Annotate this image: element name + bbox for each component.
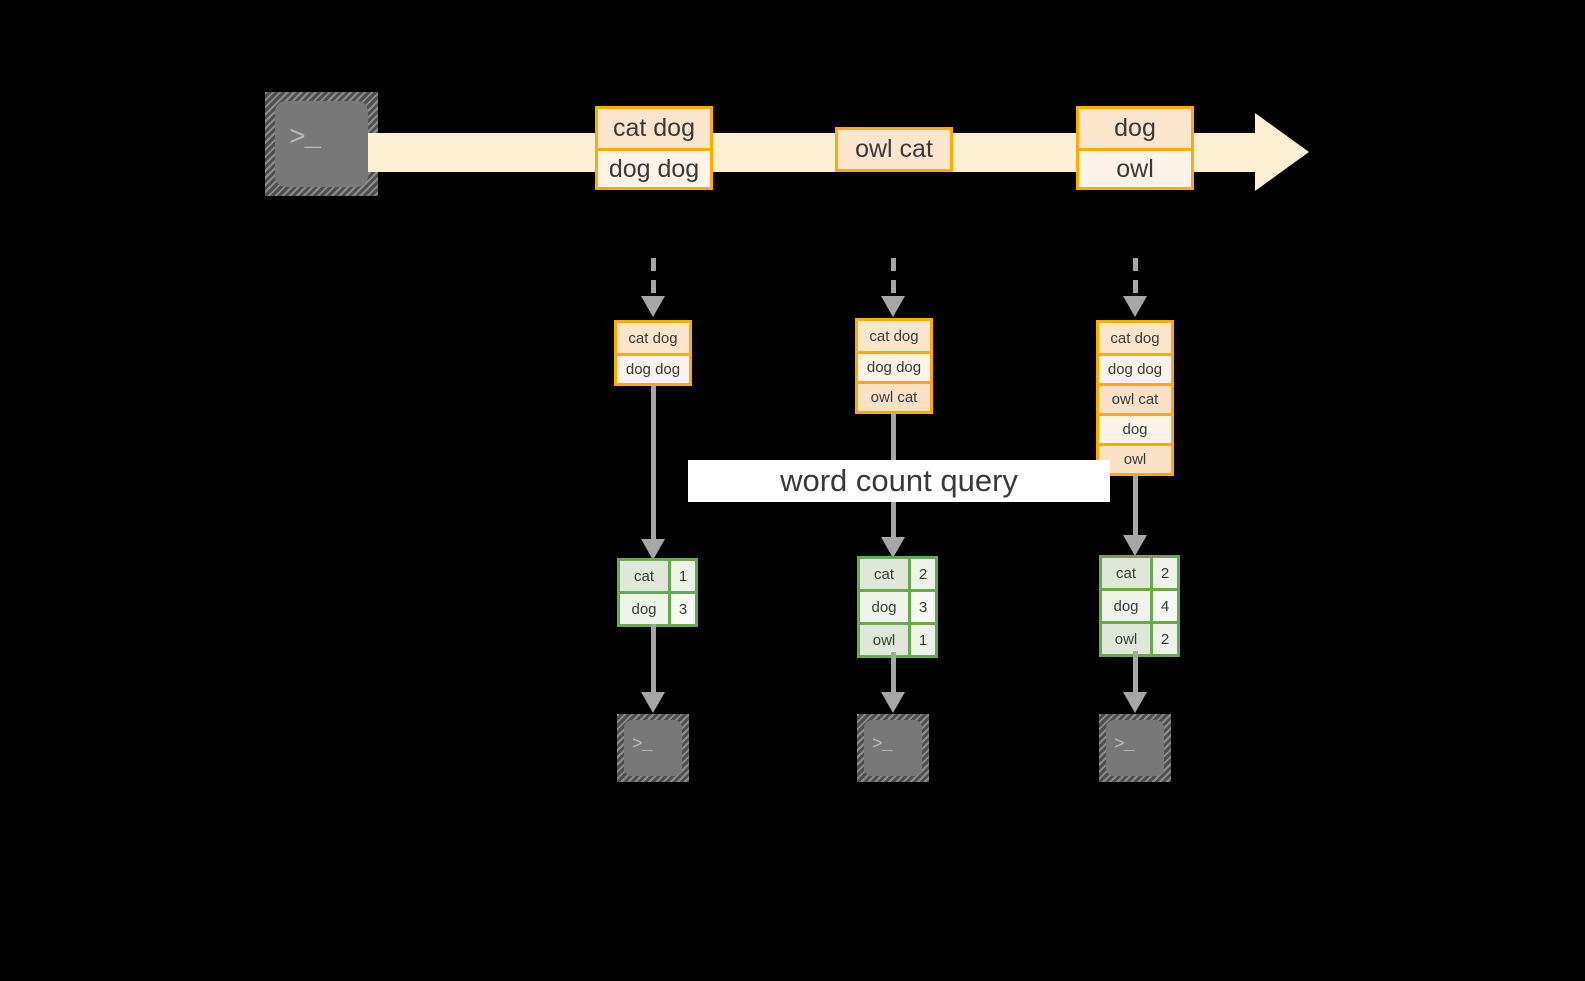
input-table-row: dog [1099,413,1171,443]
stream-record-3: dog owl [1076,106,1194,190]
input-table-row: cat dog [869,327,919,345]
result-word: cat [620,561,668,591]
stream-record-1: cat dog dog dog [595,106,713,190]
terminal-screen [624,720,682,776]
result-count: 1 [668,561,695,591]
query-label-text: word count query [780,463,1018,498]
table-row: cat 2 [860,559,935,589]
source-terminal-icon: >_ [265,92,378,196]
unbounded-input-table-1: cat dog dog dog [614,320,692,386]
terminal-prompt-text: >_ [632,735,653,755]
trigger-connector-arrowhead-2 [881,296,905,317]
terminal-prompt-text: >_ [1114,735,1135,755]
result-word: cat [860,559,908,589]
record-line: dog [1114,114,1156,142]
table-row: dog 4 [1102,588,1177,621]
input-table-row: owl cat [1099,383,1171,413]
terminal-screen [1106,720,1164,776]
input-stream-arrow-head [1255,113,1309,191]
record-line: owl [1079,148,1191,187]
result-word: dog [620,594,668,624]
result-table-3: cat 2 dog 4 owl 2 [1099,555,1180,657]
result-count: 2 [1150,558,1177,588]
sink-connector-arrowhead-3 [1123,692,1147,713]
sink-terminal-icon-1: >_ [617,714,689,782]
terminal-prompt-text: >_ [872,735,893,755]
result-table-2: cat 2 dog 3 owl 1 [857,556,938,658]
trigger-connector-arrowhead-3 [1123,296,1147,317]
input-table-row: cat dog [1110,329,1160,347]
sink-terminal-icon-2: >_ [857,714,929,782]
query-label-band: word count query [688,460,1110,502]
input-table-row: owl [1099,443,1171,473]
result-count: 4 [1150,591,1177,621]
table-row: cat 2 [1102,558,1177,588]
stream-record-2: owl cat [835,127,953,172]
input-table-row: dog dog [1099,353,1171,383]
record-line: cat dog [612,114,695,142]
record-line: owl cat [855,135,933,163]
result-word: dog [860,592,908,622]
input-table-row: owl cat [858,381,930,411]
sink-connector-arrowhead-2 [881,692,905,713]
result-word: dog [1102,591,1150,621]
result-count: 3 [908,592,935,622]
result-count: 2 [908,559,935,589]
table-row: owl 2 [1102,621,1177,654]
sink-connector-arrowhead-1 [641,692,665,713]
sink-connector-1 [651,624,656,696]
unbounded-input-table-3: cat dog dog dog owl cat dog owl [1096,320,1174,476]
sink-connector-2 [891,652,896,696]
terminal-screen [864,720,922,776]
trigger-connector-3 [1133,258,1138,298]
result-count: 3 [668,594,695,624]
query-connector-3 [1133,476,1138,548]
trigger-connector-2 [891,258,896,298]
terminal-prompt-text: >_ [289,123,321,154]
query-connector-arrowhead-3 [1123,535,1147,556]
unbounded-input-table-2: cat dog dog dog owl cat [855,318,933,414]
result-count: 2 [1150,624,1177,654]
input-table-row: dog dog [858,351,930,381]
table-row: cat 1 [620,561,695,591]
result-word: owl [1102,624,1150,654]
result-word: cat [1102,558,1150,588]
result-table-1: cat 1 dog 3 [617,558,698,627]
record-line: dog dog [598,148,710,187]
query-connector-arrowhead-1 [641,539,665,560]
trigger-connector-arrowhead-1 [641,296,665,317]
input-table-row: dog dog [617,353,689,383]
table-row: dog 3 [860,589,935,622]
query-connector-1 [651,386,656,550]
table-row: dog 3 [620,591,695,624]
table-row: owl 1 [860,622,935,655]
query-connector-arrowhead-2 [881,537,905,558]
sink-connector-3 [1133,651,1138,696]
sink-terminal-icon-3: >_ [1099,714,1171,782]
result-word: owl [860,625,908,655]
input-table-row: cat dog [628,329,678,347]
terminal-screen [275,101,368,187]
result-count: 1 [908,625,935,655]
trigger-connector-1 [651,258,656,298]
